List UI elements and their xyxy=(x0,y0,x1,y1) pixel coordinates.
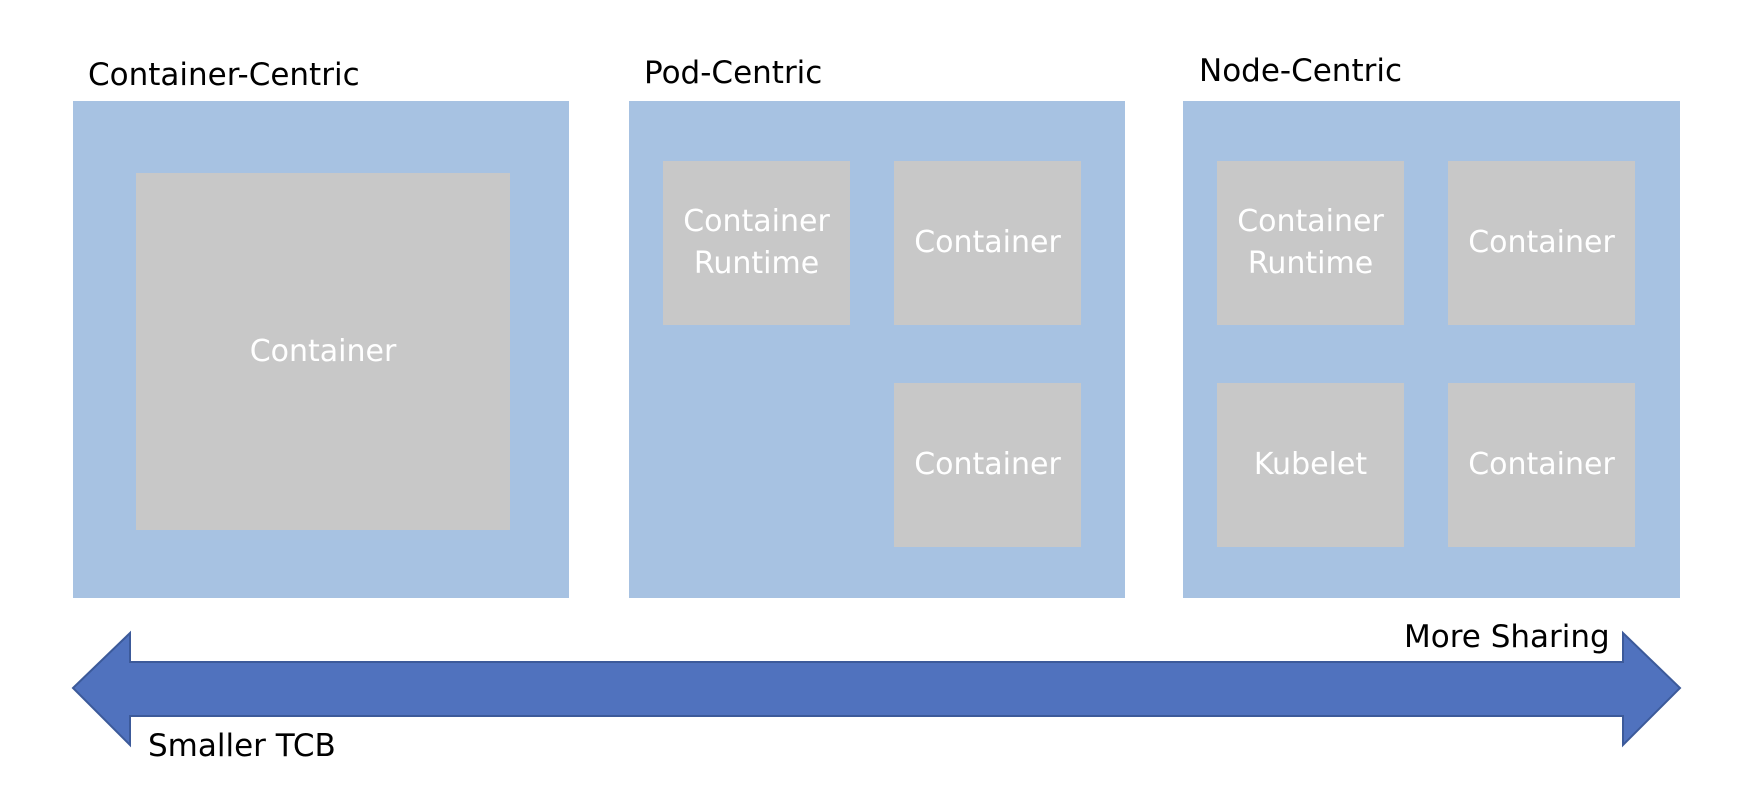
node-centric-panel: Container Runtime Container Kubelet Cont… xyxy=(1183,101,1680,598)
container-runtime-label-line1: Container xyxy=(683,204,830,239)
container-box: Container xyxy=(136,173,510,530)
container-label: Container xyxy=(249,333,397,369)
container-runtime-label-line1: Container xyxy=(1237,204,1384,239)
container-box: Container xyxy=(1448,161,1635,325)
pod-centric-panel: Container Runtime Container Container xyxy=(629,101,1125,598)
smaller-tcb-label: Smaller TCB xyxy=(148,728,336,764)
container-box: Container xyxy=(894,383,1081,547)
more-sharing-label: More Sharing xyxy=(1404,619,1610,655)
kubelet-label: Kubelet xyxy=(1253,447,1368,482)
container-label: Container xyxy=(1468,447,1615,482)
container-runtime-box: Container Runtime xyxy=(1217,161,1404,325)
container-label: Container xyxy=(1468,225,1615,260)
container-runtime-label-line2: Runtime xyxy=(1247,246,1374,281)
container-runtime-label-line2: Runtime xyxy=(693,246,820,281)
container-runtime-box: Container Runtime xyxy=(663,161,850,325)
container-box: Container xyxy=(894,161,1081,325)
node-centric-title: Node-Centric xyxy=(1199,53,1403,89)
container-label: Container xyxy=(914,225,1061,260)
pod-centric-title: Pod-Centric xyxy=(644,55,823,91)
container-box: Container xyxy=(1448,383,1635,547)
container-centric-panel: Container xyxy=(73,101,569,598)
arrow-shape xyxy=(71,630,1682,748)
kubelet-box: Kubelet xyxy=(1217,383,1404,547)
container-centric-title: Container-Centric xyxy=(88,57,360,93)
container-label: Container xyxy=(914,447,1061,482)
